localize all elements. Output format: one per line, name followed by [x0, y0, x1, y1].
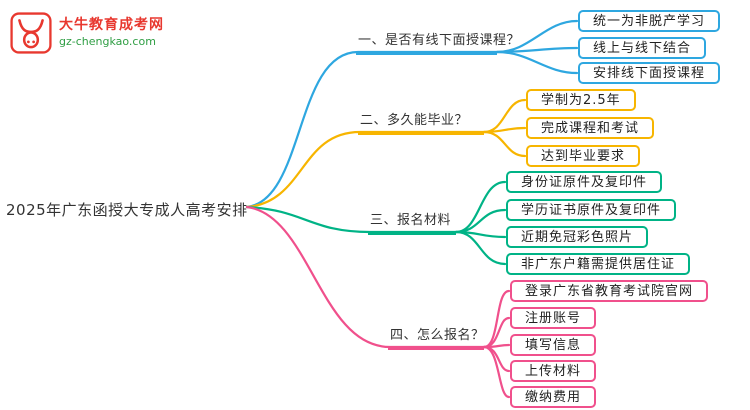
- logo-text-block: 大牛教育成考网 gz-chengkao.com: [59, 17, 164, 48]
- branch-label-1: 一、是否有线下面授课程？: [356, 29, 520, 55]
- site-name: 大牛教育成考网: [59, 17, 164, 34]
- branch4-connectors: [245, 205, 511, 399]
- leaf-node: 线上与线下结合: [578, 37, 707, 59]
- leaf-node: 注册账号: [510, 307, 597, 329]
- leaf-node: 非广东户籍需提供居住证: [506, 253, 691, 275]
- leaf-node: 登录广东省教育考试院官网: [510, 280, 709, 302]
- leaf-node: 安排线下面授课程: [578, 62, 721, 84]
- site-logo: 大牛教育成考网 gz-chengkao.com: [10, 12, 164, 54]
- leaf-node: 近期免冠彩色照片: [506, 226, 649, 248]
- leaf-node: 身份证原件及复印件: [506, 171, 663, 193]
- branch-label-3: 三、报名材料: [368, 209, 456, 235]
- branch-label-2: 二、多久能毕业？: [358, 109, 484, 135]
- site-url: gz-chengkao.com: [59, 34, 156, 48]
- leaf-node: 达到毕业要求: [526, 145, 641, 167]
- root-topic: 2025年广东函授大专成人高考安排: [6, 201, 248, 219]
- branch-label-4: 四、怎么报名？: [388, 324, 484, 350]
- leaf-node: 学制为2.5年: [526, 89, 636, 111]
- leaf-node: 填写信息: [510, 334, 597, 356]
- bull-icon: [10, 12, 52, 54]
- leaf-node: 统一为非脱产学习: [578, 10, 721, 32]
- leaf-node: 完成课程和考试: [526, 117, 655, 139]
- leaf-node: 学历证书原件及复印件: [506, 199, 677, 221]
- leaf-node: 上传材料: [510, 360, 597, 382]
- leaf-node: 缴纳费用: [510, 386, 597, 408]
